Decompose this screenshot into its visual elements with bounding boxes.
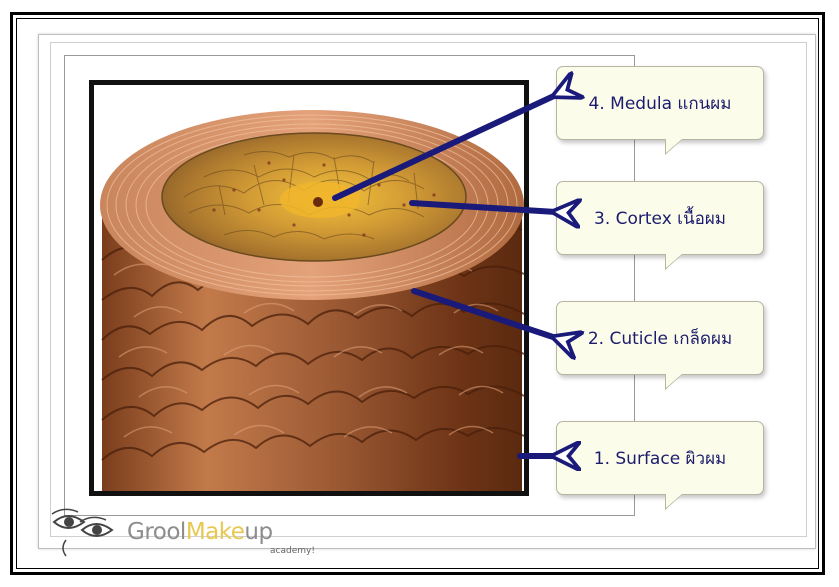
callout-medula: 4. Medula แกนผม	[556, 66, 764, 140]
groolmakeup-logo: GroolMakeup academy!	[46, 500, 366, 560]
callout-cortex: 3. Cortex เนื้อผม	[556, 181, 764, 255]
callout-tail-fill	[666, 374, 682, 388]
callout-cuticle-label: 2. Cuticle เกล็ดผม	[588, 325, 732, 352]
callout-medula-label: 4. Medula แกนผม	[589, 90, 732, 117]
logo-part-2: Make	[186, 519, 245, 545]
medulla-center	[313, 197, 323, 207]
logo-wordmark: GroolMakeup	[127, 519, 273, 545]
callout-tail-fill	[666, 494, 682, 508]
callout-tail-fill	[666, 139, 682, 153]
logo-subtitle: academy!	[270, 546, 315, 556]
logo-part-1: Grool	[127, 519, 186, 545]
eye-logo-icon	[46, 500, 126, 560]
callout-cuticle: 2. Cuticle เกล็ดผม	[556, 301, 764, 375]
callout-tail-fill	[666, 254, 682, 268]
callout-cortex-label: 3. Cortex เนื้อผม	[594, 205, 726, 232]
callout-surface-label: 1. Surface ผิวผม	[594, 445, 726, 472]
callout-surface: 1. Surface ผิวผม	[556, 421, 764, 495]
hair-illustration	[89, 80, 529, 496]
logo-part-3: up	[244, 519, 272, 545]
hair-shaft-drawing	[94, 85, 524, 491]
